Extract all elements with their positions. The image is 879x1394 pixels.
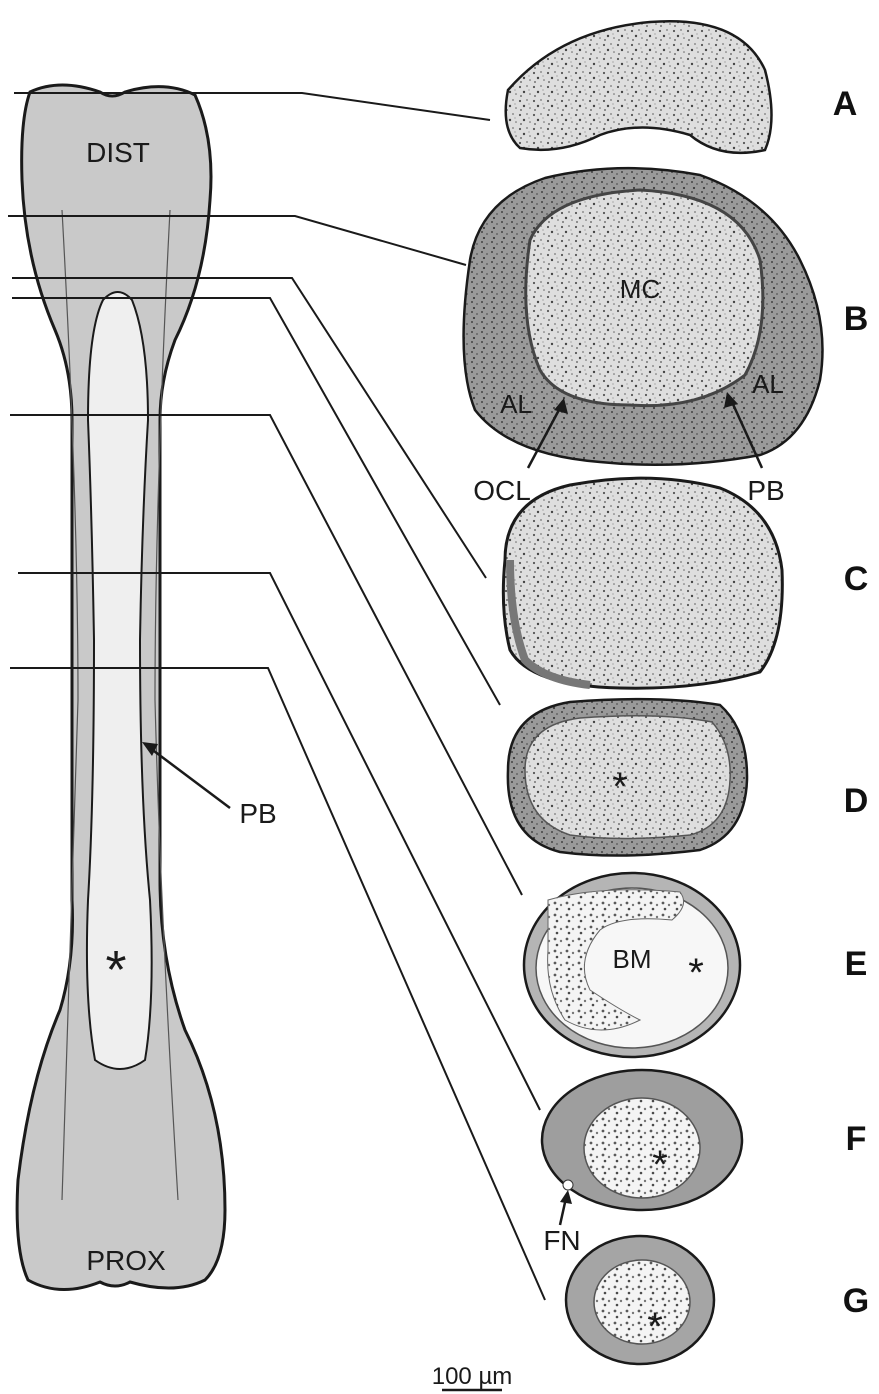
section-f-label-fn: FN — [543, 1225, 580, 1256]
section-c-tissue — [503, 478, 782, 688]
proximal-label: PROX — [86, 1245, 166, 1276]
section-d: * D — [508, 699, 868, 855]
section-e-asterisk: * — [688, 951, 704, 995]
panel-letter-d: D — [844, 782, 869, 820]
panel-letter-g: G — [843, 1282, 869, 1320]
distal-label: DIST — [86, 137, 150, 168]
section-f-asterisk: * — [652, 1143, 668, 1187]
section-c: C — [503, 478, 868, 688]
section-f-cavity — [584, 1098, 700, 1198]
panel-letter-c: C — [844, 560, 869, 598]
section-b-label-ocl: OCL — [473, 475, 531, 506]
section-f: * FN F — [542, 1070, 866, 1256]
section-g: * G — [566, 1236, 869, 1364]
panel-letter-a: A — [833, 85, 858, 123]
scale-bar: 100 µm — [432, 1363, 513, 1390]
section-a-tissue — [506, 21, 772, 153]
section-e: BM * E — [524, 873, 867, 1057]
section-g-cavity — [594, 1260, 690, 1344]
section-a: A — [506, 21, 858, 153]
section-b-label-al-left: AL — [500, 389, 532, 419]
pb-bone-label: PB — [239, 798, 276, 829]
section-d-asterisk: * — [612, 765, 628, 809]
section-b-label-al-right: AL — [752, 369, 784, 399]
scale-bar-label: 100 µm — [432, 1363, 513, 1390]
marrow-asterisk: * — [105, 940, 126, 1000]
pb-arrow-line — [150, 748, 230, 808]
section-e-label-bm: BM — [613, 944, 652, 974]
section-b-label-pb: PB — [747, 475, 784, 506]
section-b: MC AL AL OCL PB B — [464, 168, 869, 506]
section-g-asterisk: * — [647, 1305, 663, 1349]
section-b-label-mc: MC — [620, 274, 660, 304]
panel-letter-e: E — [845, 945, 868, 983]
panel-letter-f: F — [846, 1120, 867, 1158]
panel-letter-b: B — [844, 300, 869, 338]
long-bone: DIST PROX * PB — [17, 85, 277, 1290]
fn-arrow-head — [560, 1190, 572, 1204]
section-f-foramen — [563, 1180, 573, 1190]
